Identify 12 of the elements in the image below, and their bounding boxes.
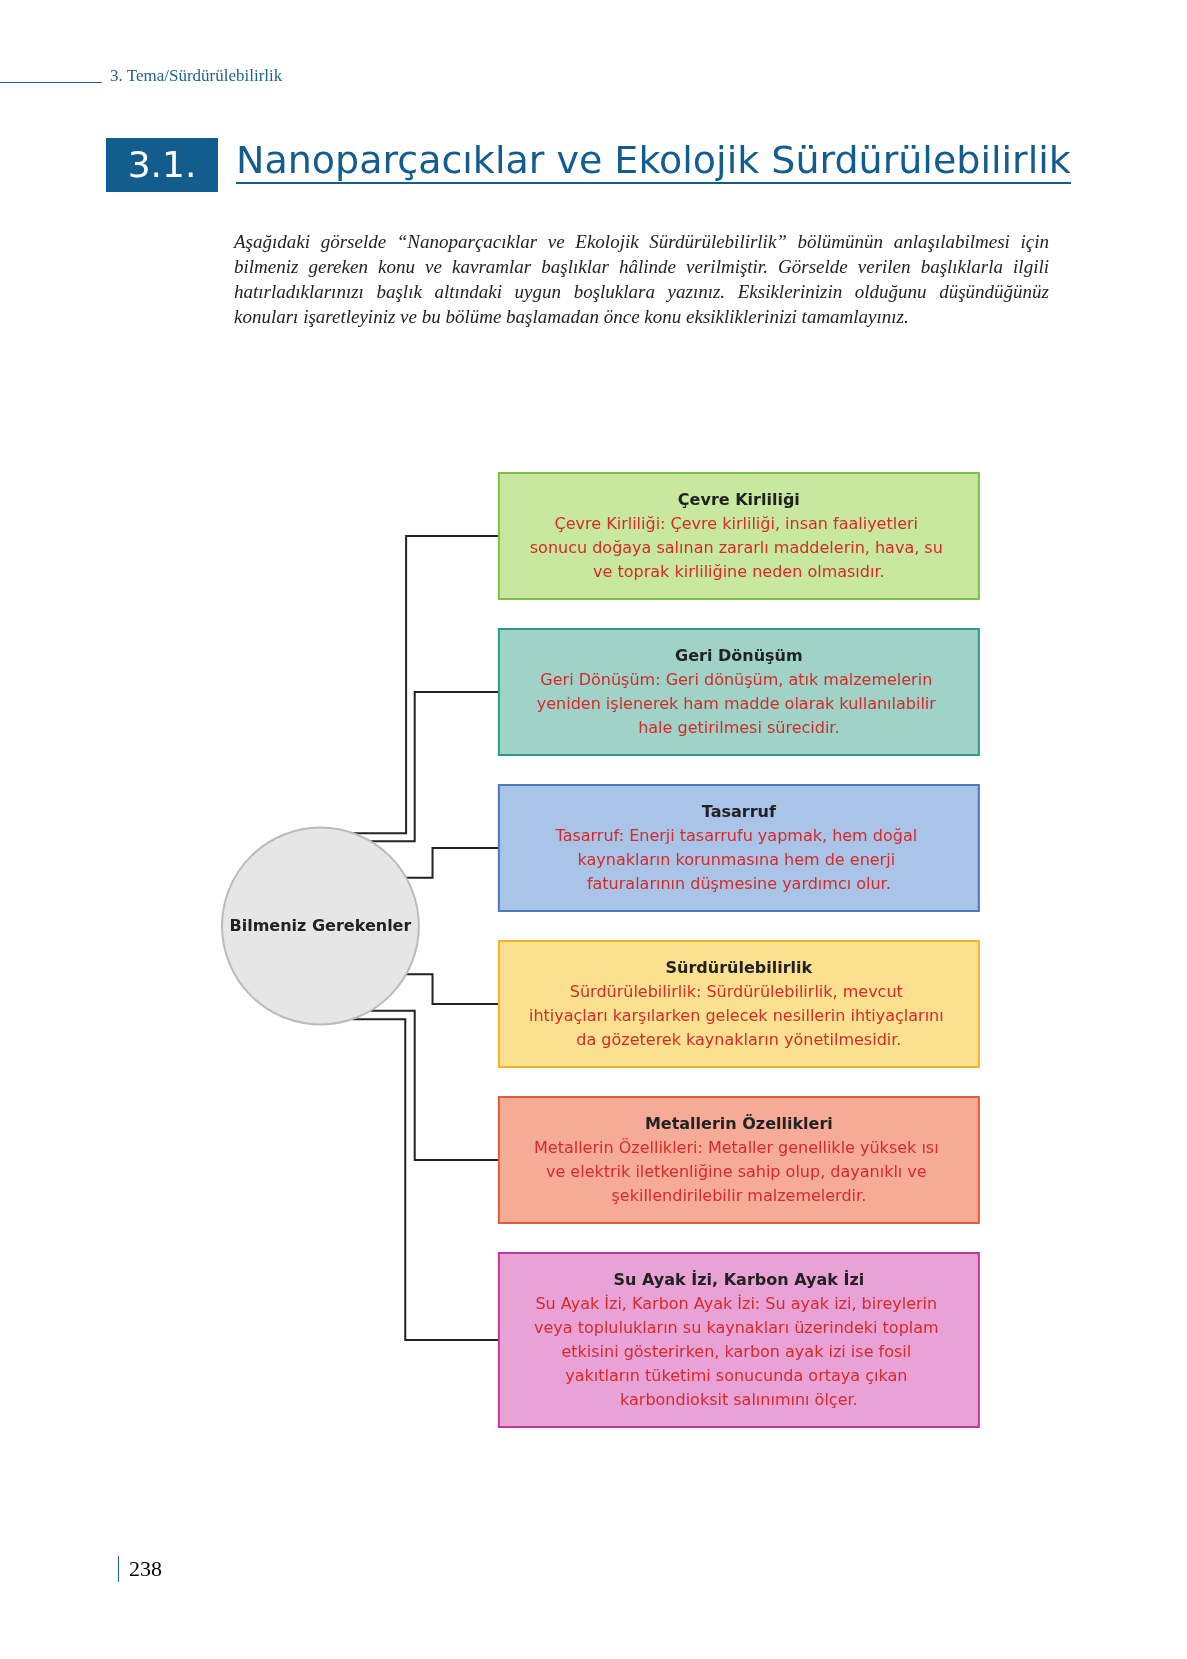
node-box: Metallerin Özellikleri Metallerin Özellikleri: Metaller genellikle yüksek ısı ve elektrik iletkenliğine sahip olup, dayanıklı ve şekillendirilebilir malzemelerdir. <box>497 1096 980 1224</box>
section-title: Nanoparçacıklar ve Ekolojik Sürdürülebilirlik <box>236 138 1071 184</box>
node-box: Tasarruf Tasarruf: Enerji tasarrufu yapmak, hem doğal kaynakların korunmasına hem de enerji faturalarının düşmesine yardımcı olur. <box>497 784 980 912</box>
node-circle: Bilmeniz Gerekenler <box>220 826 420 1026</box>
node-box: Çevre Kirliliği Çevre Kirliliği: Çevre kirliliği, insan faaliyetleri sonucu doğaya salınan zararlı maddelerin, hava, su ve toprak kirliliğine neden olmasıdır. <box>497 472 980 600</box>
node-box: Su Ayak İzi, Karbon Ayak İzi Su Ayak İzi, Karbon Ayak İzi: Su ayak izi, bireylerin veya toplulukların su kaynakları üzerindeki toplam etkisini gösterirken, karbon ayak izi ise fosil yakıtların tüketimi sonucunda ortaya çıkan karbondioksit salınımını ölçer. <box>497 1252 980 1428</box>
intro-paragraph: Aşağıdaki görselde “Nanoparçacıklar ve Ekolojik Sürdürülebilirlik” bölümünün anlaşılabilmesi için bilmeniz gereken konu ve kavramlar başlıklar hâlinde verilmiştir. Görselde verilen başlıklarla ilgili hatırladıklarınızı başlık altındaki uygun boşluklara yazınız. Eksiklerinizin olduğunu düşündüğünüz konuları işaretleyiniz ve bu bölüme başlamadan önce konu eksikliklerinizi tamamlayınız. <box>234 230 1049 329</box>
chapter-header: 3. Tema/Sürdürülebilirlik <box>110 66 283 86</box>
section-number: 3.1. <box>106 138 218 192</box>
page-number: 238 <box>118 1556 162 1582</box>
node-box: Sürdürülebilirlik Sürdürülebilirlik: Sürdürülebilirlik, mevcut ihtiyaçları karşılarken gelecek nesillerin ihtiyaçlarını da gözeterek kaynakların yönetilmesidir. <box>497 940 980 1068</box>
node-box: Geri Dönüşüm Geri Dönüşüm: Geri dönüşüm, atık malzemelerin yeniden işlenerek ham madde olarak kullanılabilir hale getirilmesi sürecidir. <box>497 628 980 756</box>
